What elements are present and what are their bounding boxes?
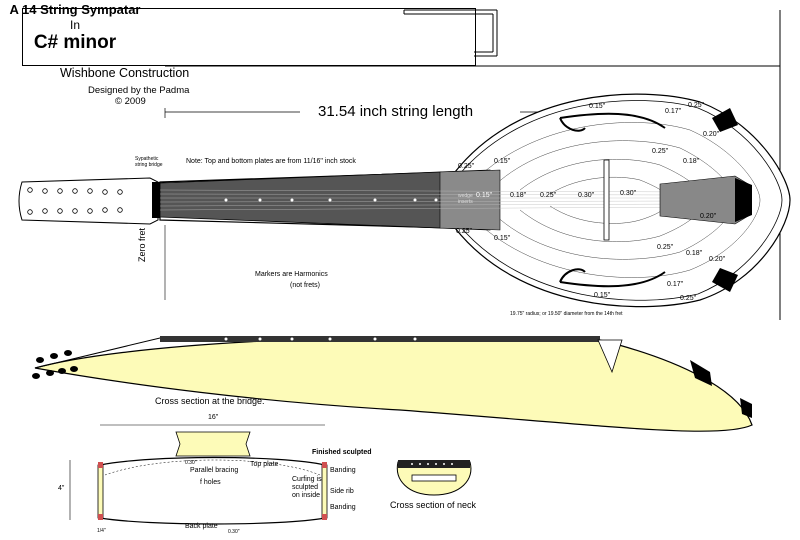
title-line-1: A 14 String Sympatar	[9, 2, 141, 17]
thk-025-center: 0.25"	[540, 192, 557, 199]
stock-note: Note: Top and bottom plates are from 11/…	[186, 158, 356, 165]
thk-025-leftbottom: 0.25"	[456, 228, 473, 235]
cs-banding-top: Banding	[330, 467, 356, 474]
designer-label: Designed by the Padma	[88, 85, 190, 96]
harmonic-markers	[224, 198, 438, 202]
f-hole-bottom	[559, 268, 666, 288]
string-length-label: 31.54 inch string length	[318, 103, 474, 120]
bridge-note: Sypathetic string bridge	[135, 156, 163, 168]
thk-015-center: 0.15"	[476, 192, 493, 199]
cs-width: 16"	[208, 414, 219, 421]
neck-section-board	[398, 460, 470, 468]
thk-020-midbottom: 0.20"	[700, 213, 717, 220]
cs-finished: Finished sculpted	[312, 449, 372, 456]
cs-side-right	[321, 464, 328, 519]
end-block-side	[740, 398, 752, 418]
sympathetic-bridge	[152, 182, 160, 218]
cs-d14: 1/4"	[97, 528, 106, 534]
side-view	[32, 336, 753, 432]
cs-banding-tl	[98, 462, 103, 468]
thk-015-top: 0.15"	[589, 103, 606, 110]
bridge-bar	[603, 159, 610, 241]
neck-section-title: Cross section of neck	[390, 500, 477, 510]
radius-note: 19.75" radius; or 19.50" diameter from t…	[510, 311, 623, 317]
cs-banding-tr	[322, 462, 327, 468]
cs-back-plate	[99, 517, 326, 525]
construction-label: Wishbone Construction	[60, 66, 190, 80]
thk-015-leftbottom: 0.15"	[494, 235, 511, 242]
thk-025-midtop: 0.25"	[652, 148, 669, 155]
thk-017-top: 0.17"	[665, 108, 682, 115]
thk-030-right: 0.30"	[620, 190, 637, 197]
thk-020-bottom: 0.20"	[709, 256, 726, 263]
cs-curfing-1: Curfing is	[292, 476, 322, 483]
cs-banding-bottom: Banding	[330, 504, 356, 511]
thk-025-midbottom: 0.25"	[657, 244, 674, 251]
cs-d030-bottom: 0.30"	[228, 529, 240, 535]
cs-banding-br	[322, 514, 327, 520]
cs-curfing-2: sculpted	[292, 484, 319, 491]
tuner-holes	[27, 187, 123, 215]
thk-015-bottom: 0.15"	[594, 292, 611, 299]
thk-025-lefttop: 0.25"	[458, 163, 475, 170]
cs-fholes-label: f holes	[200, 479, 221, 486]
strings	[159, 189, 701, 211]
copyright-label: © 2009	[115, 96, 146, 107]
corner-block-top	[712, 108, 738, 132]
cs-bridge	[175, 431, 251, 457]
bridge-side	[597, 339, 623, 374]
thk-020-top: 0.20"	[703, 131, 720, 138]
fingerboard	[159, 169, 491, 231]
thk-018-center: 0.18"	[510, 192, 527, 199]
side-tuners	[32, 350, 78, 379]
title-key: C# minor	[33, 32, 117, 53]
cross-section-bridge	[69, 424, 328, 525]
title-line-2: In	[69, 18, 80, 32]
thk-018-bottom: 0.18"	[686, 250, 703, 257]
cs-top-plate-label: Top plate	[250, 461, 279, 468]
cs-side-rib: Side rib	[330, 488, 354, 495]
zero-fret-label: Zero fret	[137, 227, 147, 262]
body-side	[34, 336, 753, 432]
cs-d030-top: 0.30"	[185, 460, 197, 466]
tail-side	[690, 360, 712, 386]
cs-top-plate	[99, 456, 326, 466]
corner-block-bottom	[712, 268, 738, 292]
neck-section-rod	[411, 474, 457, 482]
thk-025-tr: 0.25"	[688, 102, 705, 109]
fingerboard-side	[160, 336, 600, 342]
side-markers	[224, 337, 417, 341]
cs-side-left	[97, 464, 104, 519]
title-box-rails	[165, 9, 781, 320]
thk-018-top: 0.18"	[683, 158, 700, 165]
cs-inner-arch	[104, 459, 321, 476]
wedge-label: wedge inserts	[458, 193, 473, 205]
thk-030-center: 0.30"	[578, 192, 595, 199]
cross-section-neck	[396, 460, 472, 496]
cs-banding-bl	[98, 514, 103, 520]
markers-label-2: (not frets)	[290, 282, 320, 289]
body-inner-outline	[457, 100, 783, 301]
cs-height: 4"	[58, 485, 65, 492]
markers-label-1: Markers are Harmonics	[255, 271, 328, 278]
fingerboard-end	[439, 169, 501, 231]
f-hole-top	[559, 112, 666, 132]
plan-view	[18, 93, 791, 308]
cs-back-plate-label: Back plate	[185, 523, 218, 530]
thk-015-lefttop: 0.15"	[494, 158, 511, 165]
cs-bracing-label: Parallel bracing	[190, 467, 239, 474]
cs-curfing-3: on inside	[292, 492, 321, 499]
tail-block	[735, 178, 752, 222]
thk-025-br: 0.25"	[680, 295, 697, 302]
cross-section-title: Cross section at the bridge.	[155, 396, 265, 406]
thk-017-bottom: 0.17"	[667, 281, 684, 288]
